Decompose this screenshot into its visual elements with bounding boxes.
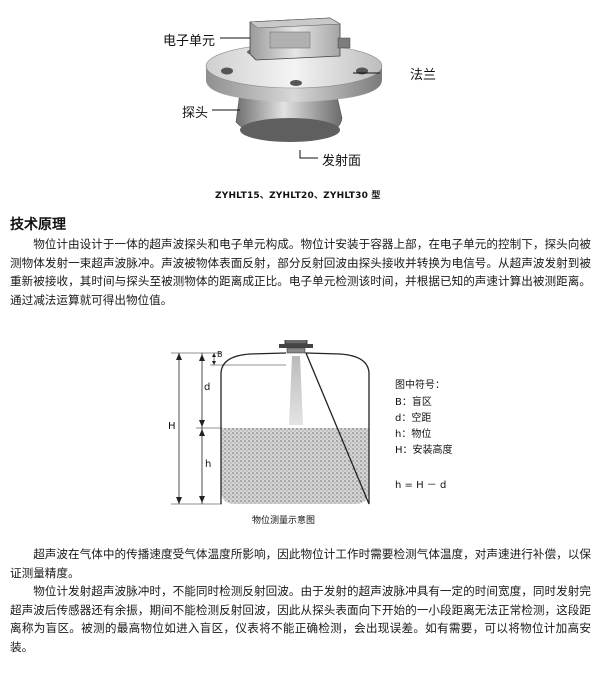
label-emitting-face: 发射面	[322, 154, 362, 169]
bolt-hole	[290, 80, 302, 86]
probe-face	[240, 118, 340, 142]
section-heading: 技术原理	[10, 217, 66, 233]
dim-label-d: d	[204, 382, 211, 393]
temperature-paragraph: 超声波在气体中的传播速度受气体温度所影响，因此物位计工作时需要检测气体温度，对声…	[10, 547, 591, 580]
sensor-head	[284, 340, 308, 345]
label-electronic-unit: 电子单元	[163, 34, 216, 49]
blind-zone-paragraph: 物位计发射超声波脉冲时，不能同时检测反射回波。由于发射的超声波脉冲具有一定的时间…	[10, 584, 591, 654]
measurement-diagram	[171, 340, 370, 505]
legend-title: 图中符号：	[395, 380, 445, 391]
legend-item: d：空距	[395, 413, 432, 424]
bolt-hole	[221, 67, 233, 75]
liquid-level	[221, 428, 369, 504]
principle-paragraph: 物位计由设计于一体的超声波探头和电子单元构成。物位计安装于容器上部，在电子单元的…	[10, 237, 591, 307]
legend-item: B：盲区	[395, 397, 432, 408]
leader-line	[299, 150, 318, 159]
dim-label-h: h	[205, 459, 212, 470]
legend-item: H：安装高度	[395, 445, 453, 456]
cable-gland	[337, 37, 351, 49]
label-probe: 探头	[182, 106, 209, 121]
formula: h = H － d	[395, 480, 447, 491]
figure2-caption: 物位测量示意图	[252, 516, 316, 526]
dim-label-B: B	[217, 350, 223, 359]
tank-outline	[220, 352, 370, 505]
label-flange: 法兰	[410, 68, 437, 83]
ultrasonic-beam	[289, 356, 303, 425]
figure1-caption: ZYHLT15、ZYHLT20、ZYHLT30 型	[215, 191, 381, 201]
dim-label-H: H	[168, 421, 176, 432]
sensor-probe	[286, 347, 306, 354]
sensor-flange	[279, 344, 313, 348]
legend-item: h：物位	[395, 429, 432, 440]
device-illustration	[205, 17, 383, 159]
